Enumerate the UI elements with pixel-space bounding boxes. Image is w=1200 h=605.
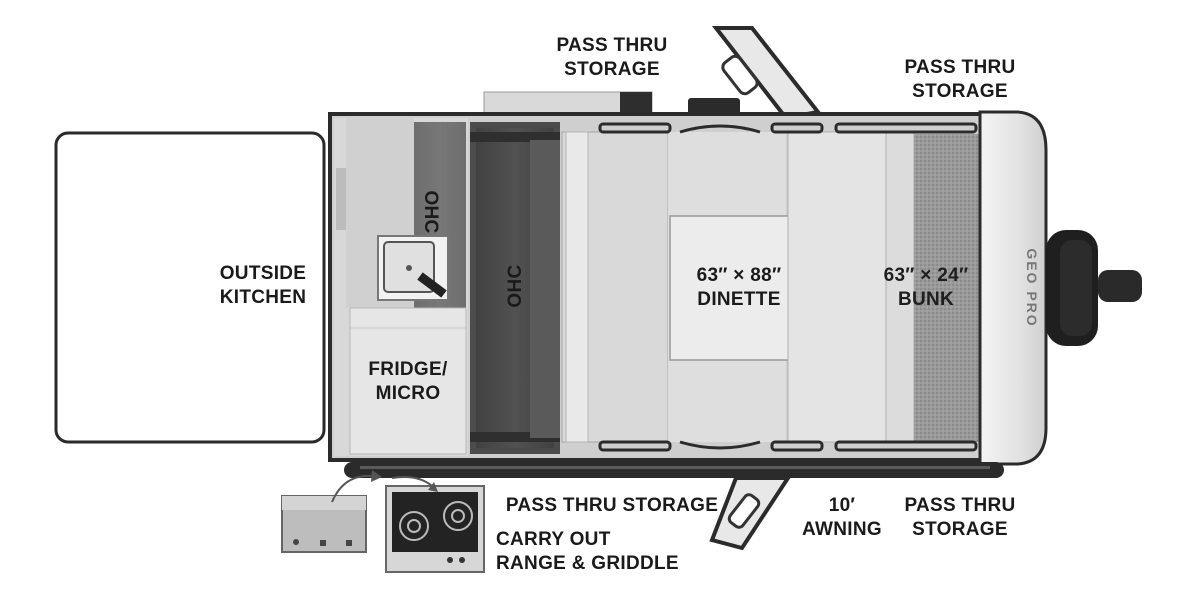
arrow-icon [391,476,433,487]
fridge-micro-label: FRIDGE/ MICRO [368,359,448,404]
outside-kitchen-area [54,131,326,444]
pass-thru-storage-bottom-left-label: PASS THRU STORAGE [505,495,719,516]
roof-vent [688,98,740,116]
bottom-hatch-door [709,476,792,551]
bunk-mattress [914,134,980,442]
bunk-label: 63″ × 24″ BUNK [883,265,969,310]
arrow-icon [331,474,373,503]
pass-thru-storage-top-left-label: PASS THRU STORAGE [556,35,668,80]
pass-thru-storage-top-right-label: PASS THRU STORAGE [904,57,1016,102]
ohc-galley-label: OHC [420,190,441,234]
dinette-seat-right [787,131,887,443]
pass-thru-storage-bottom-right-label: PASS THRU STORAGE [904,495,1016,540]
awning-label: 10′ AWNING [802,495,882,540]
hitch-jack [1098,270,1142,302]
ohc-main-label: OHC [505,264,526,308]
awning-bar [344,462,1004,478]
carry-out-range-label: CARRY OUT RANGE & GRIDDLE [496,529,679,574]
dinette-label: 63″ × 88″ DINETTE [696,265,782,310]
front-nose-cap [978,110,1048,466]
brand-mark: GEO PRO [1024,248,1040,328]
carry-out-griddle [281,495,367,553]
outside-kitchen-label: OUTSIDE KITCHEN [219,263,307,308]
fridge-micro-cabinet [349,307,467,455]
sink-icon [377,235,449,301]
carry-out-range [385,485,485,573]
